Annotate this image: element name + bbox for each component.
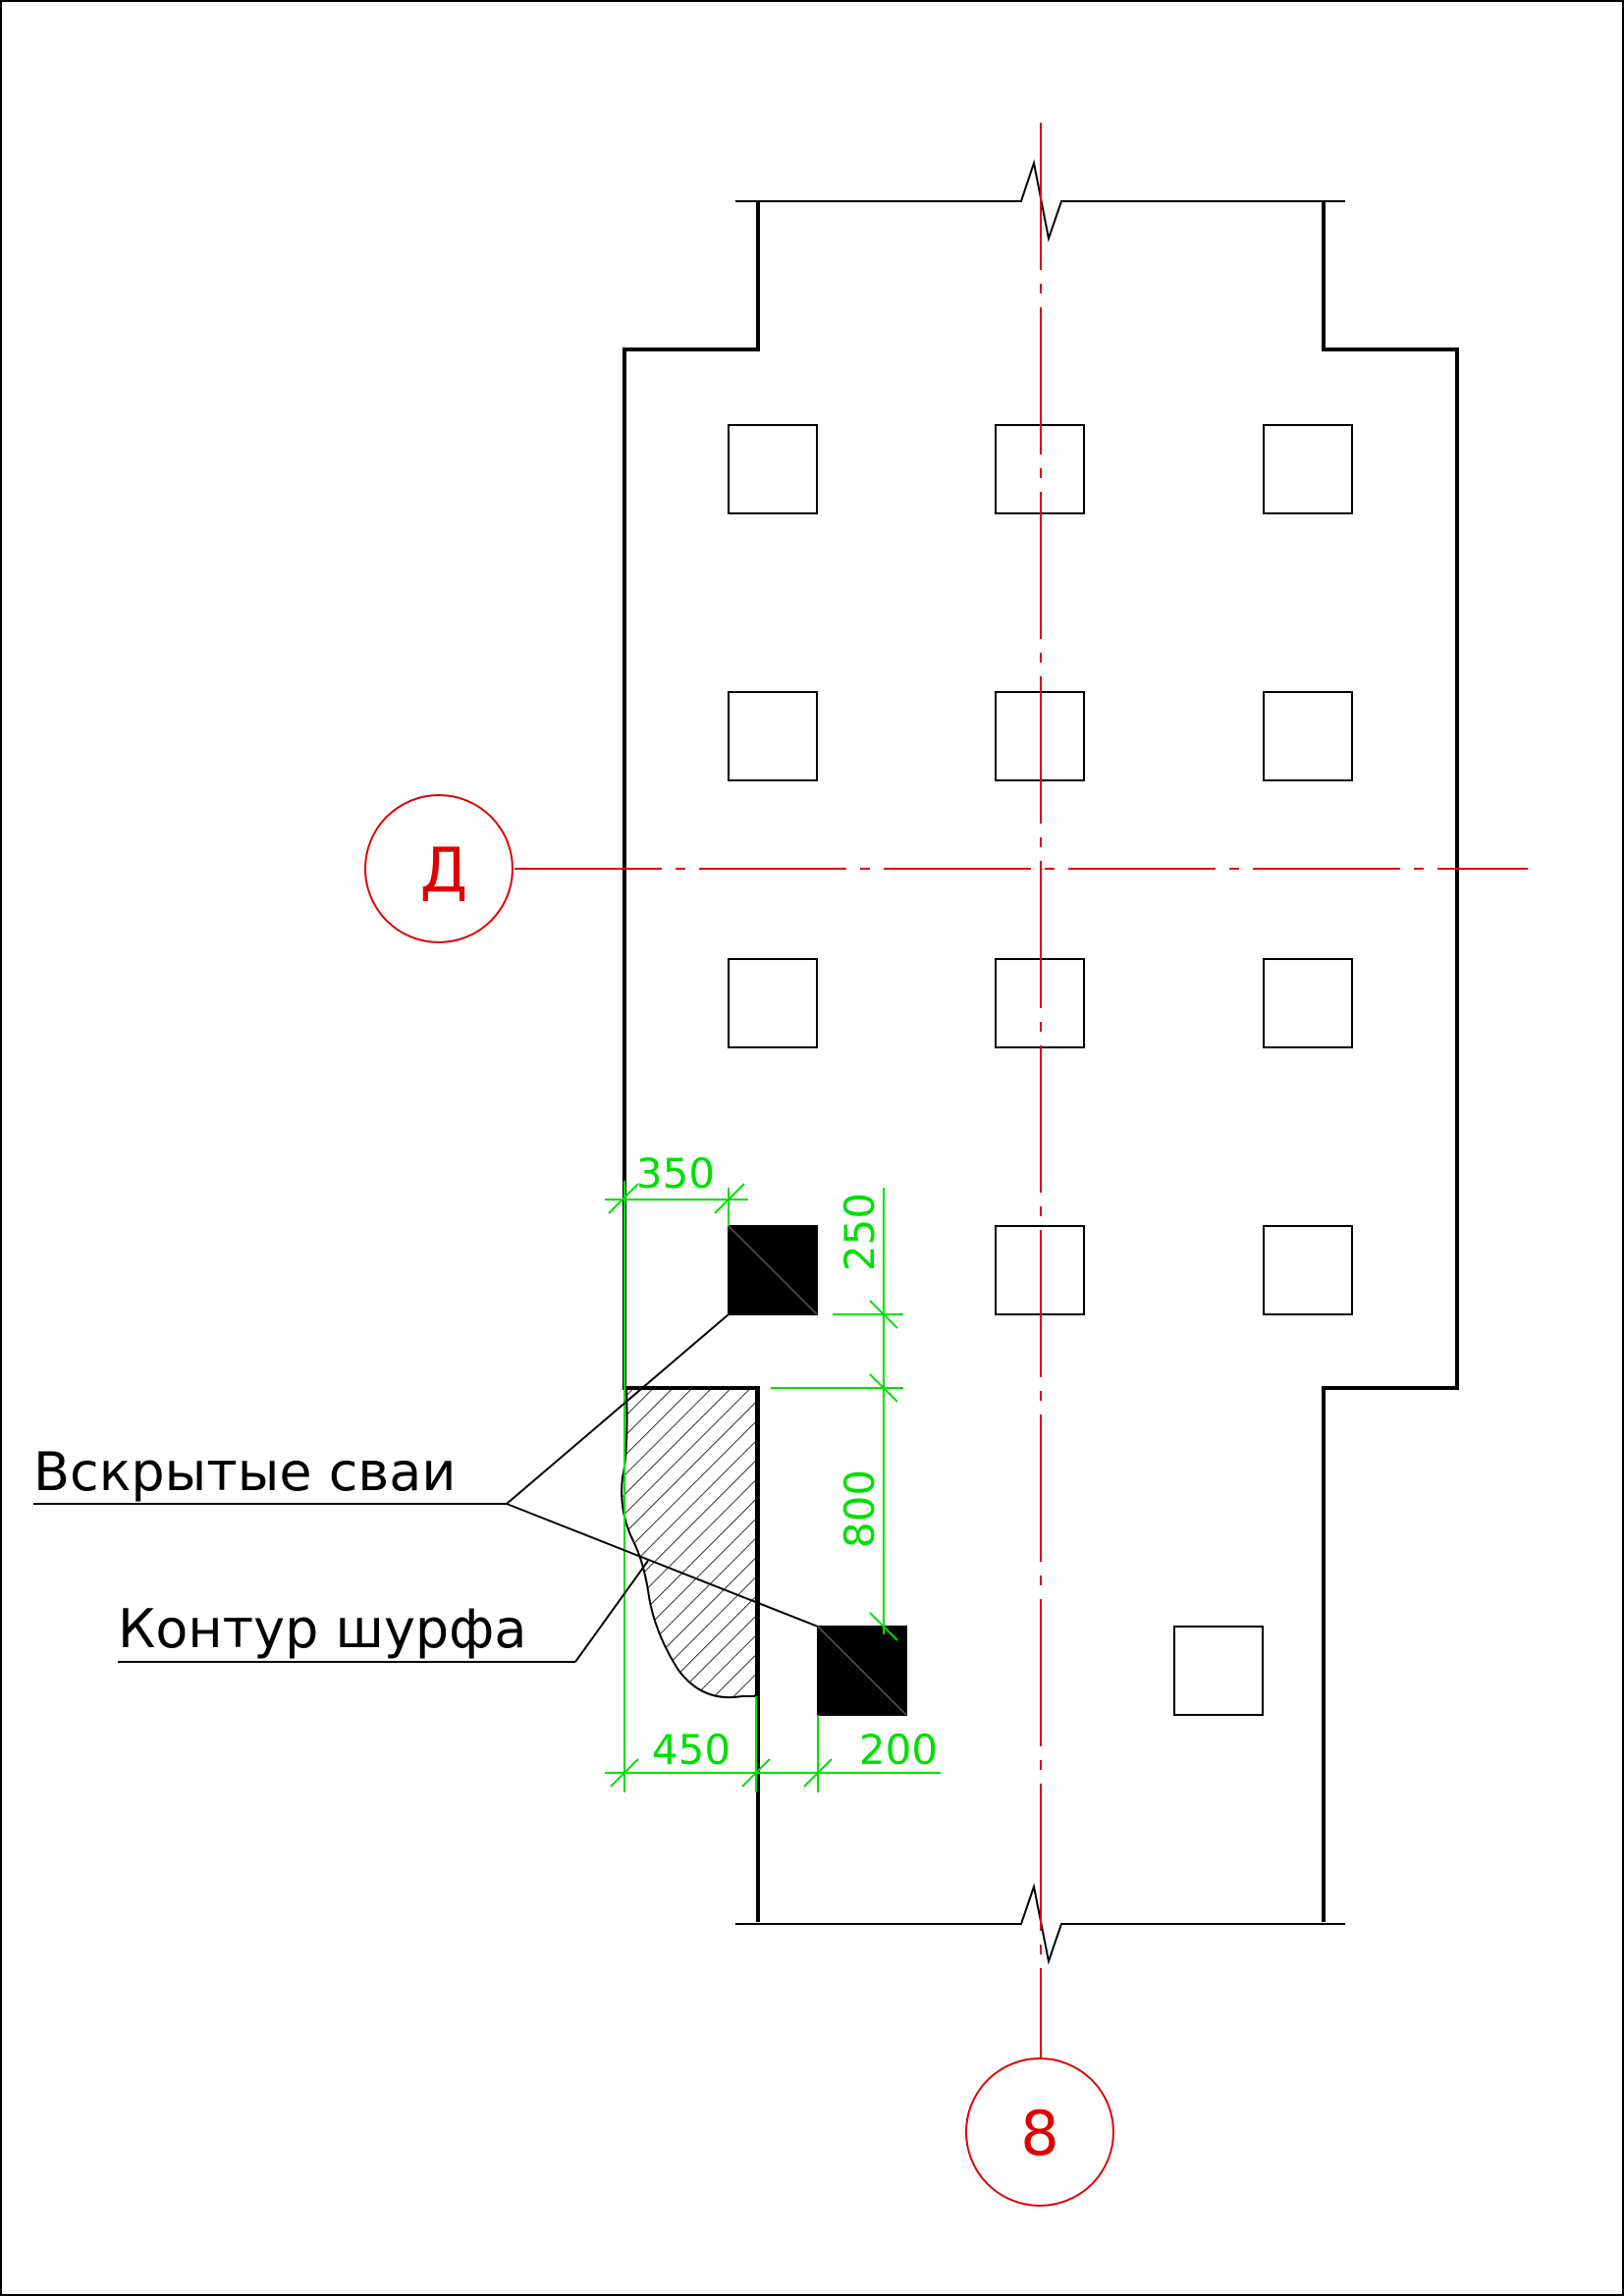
opened-pile-diagonal	[728, 1225, 818, 1315]
callout-opened-piles-text: Вскрытые сваи	[33, 1441, 456, 1503]
pit-contour	[621, 1387, 757, 1699]
callout-opened-piles: Вскрытые сваи	[33, 1313, 819, 1628]
dimension-350: 350	[636, 1149, 715, 1198]
axis-bubble-row: Д	[364, 794, 514, 943]
callout-pit-contour-text: Контур шурфа	[118, 1598, 526, 1660]
pile	[728, 691, 818, 781]
pile	[1173, 1626, 1264, 1716]
callout-pit-contour: Контур шурфа	[118, 1560, 649, 1663]
pile-grid	[728, 424, 1353, 1716]
dimension-200: 200	[859, 1726, 938, 1774]
pile	[728, 958, 818, 1048]
axis-bubble-column: 8	[965, 2057, 1114, 2207]
dimension-450: 450	[652, 1726, 731, 1774]
pile	[1263, 1225, 1353, 1315]
opened-pile-diagonal	[817, 1626, 907, 1716]
dimension-lines: 350 250 800 450 200	[605, 1149, 941, 1792]
axis-label-row: Д	[420, 834, 467, 906]
dimension-250: 250	[836, 1193, 884, 1271]
pile	[1263, 424, 1353, 514]
pile	[1263, 691, 1353, 781]
pile	[728, 424, 818, 514]
dimension-800: 800	[836, 1469, 884, 1548]
axis-label-column: 8	[1020, 2098, 1058, 2169]
pile	[1263, 958, 1353, 1048]
